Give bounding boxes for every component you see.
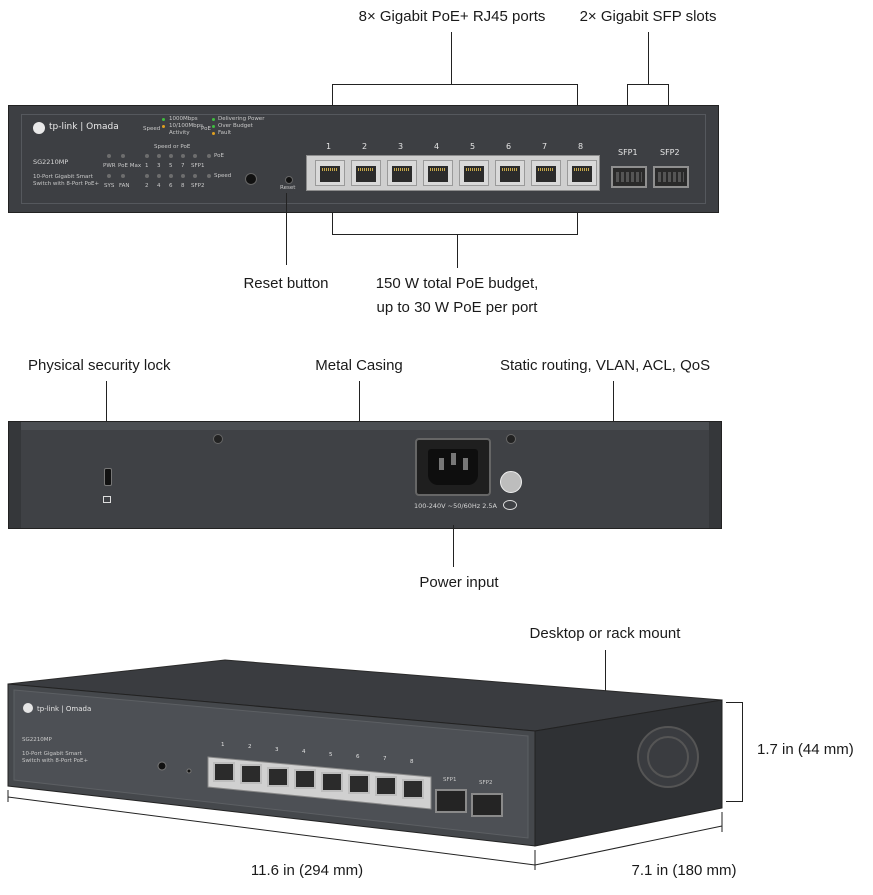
angled-port-number: 4 — [302, 749, 306, 756]
screw-icon — [213, 434, 223, 444]
rj45-port-7[interactable] — [531, 160, 561, 186]
sfp-bracket-top — [627, 84, 669, 85]
angled-port-number: 5 — [329, 751, 333, 758]
ground-screw-icon — [500, 471, 522, 493]
rj45-port-2[interactable] — [351, 160, 381, 186]
description-line1: 10-Port Gigabit Smart — [33, 174, 93, 180]
angled-brand: tp-link | Omada — [37, 705, 92, 713]
rj45-port-5[interactable] — [459, 160, 489, 186]
angled-rj45-port[interactable] — [213, 762, 235, 782]
angled-rj45-port[interactable] — [348, 774, 370, 794]
brand-logo — [33, 122, 45, 134]
angled-rj45-port[interactable] — [240, 764, 262, 785]
led-mode-button[interactable] — [245, 173, 257, 185]
depth-callout: 7.1 in (180 mm) — [631, 862, 737, 879]
poe-budget-callout-1: 150 W total PoE budget, — [375, 275, 539, 292]
angled-rj45-port[interactable] — [402, 778, 424, 799]
width-callout: 11.6 in (294 mm) — [250, 862, 364, 879]
legend-activity: Activity — [169, 130, 190, 136]
port-number-label: 7 — [542, 142, 548, 151]
security-lock-callout: Physical security lock — [28, 357, 171, 374]
legend-over-budget: Over Budget — [218, 123, 253, 129]
port-number-label: 2 — [362, 142, 368, 151]
reset-leader-line — [286, 193, 287, 265]
legend-1000: 1000Mbps — [169, 116, 198, 122]
rj45-port-3[interactable] — [387, 160, 417, 186]
rj45-port-4[interactable] — [423, 160, 453, 186]
sfp-slot-1[interactable] — [611, 166, 647, 188]
port-number-label: 1 — [326, 142, 332, 151]
led-poe-max — [121, 154, 125, 158]
sfp-leader-line — [648, 32, 649, 84]
angled-rj45-port[interactable] — [267, 766, 289, 787]
sfp1-label: SFP1 — [618, 148, 638, 157]
led-group-label: Speed or PoE — [154, 144, 191, 150]
screw-icon — [506, 434, 516, 444]
angled-port-number: 8 — [410, 758, 414, 765]
angled-rj45-port[interactable] — [321, 771, 343, 792]
lock-icon — [103, 496, 111, 503]
switch-front-panel: tp-link | Omada SG2210MP 10-Port Gigabit… — [8, 105, 719, 213]
angled-sfp2-label: SFP2 — [479, 780, 493, 786]
sfp-slot-2[interactable] — [653, 166, 689, 188]
rj45-leader-line — [451, 32, 452, 84]
legend-delivering: Delivering Power — [218, 116, 265, 122]
power-input-socket[interactable] — [415, 438, 491, 496]
rj45-bracket-top — [332, 84, 578, 85]
metal-casing-callout: Metal Casing — [315, 357, 403, 374]
poe-leader-line — [457, 234, 458, 268]
legend-fault: Fault — [218, 130, 232, 136]
rj45-ports-callout: 8× Gigabit PoE+ RJ45 ports — [358, 8, 546, 25]
reset-callout: Reset button — [243, 275, 329, 292]
legend-speed: Speed — [143, 126, 161, 132]
port-number-label: 4 — [434, 142, 440, 151]
angled-sfp1-label: SFP1 — [443, 777, 457, 783]
mount-callout: Desktop or rack mount — [529, 625, 681, 642]
power-input-callout: Power input — [419, 574, 499, 591]
features-callout: Static routing, VLAN, ACL, QoS — [500, 357, 711, 374]
rj45-port-1[interactable] — [315, 160, 345, 186]
power-rating: 100-240V ~50/60Hz 2.5A — [414, 502, 497, 510]
sfp-slots-callout: 2× Gigabit SFP slots — [579, 8, 717, 25]
rj45-port-6[interactable] — [495, 160, 525, 186]
model-label: SG2210MP — [33, 158, 69, 166]
ground-symbol-icon — [503, 500, 517, 510]
angled-port-number: 6 — [356, 754, 360, 760]
sfp2-label: SFP2 — [660, 148, 680, 157]
legend-poe: PoE — [201, 126, 211, 132]
angled-port-number: 1 — [221, 742, 225, 748]
led-fan — [121, 174, 125, 178]
switch-rear-panel: 100-240V ~50/60Hz 2.5A — [8, 421, 722, 529]
poe-bracket-bottom — [332, 234, 578, 235]
security-lock-slot[interactable] — [104, 468, 112, 486]
height-callout: 1.7 in (44 mm) — [757, 741, 854, 758]
led-sys — [107, 174, 111, 178]
angled-rj45-port[interactable] — [294, 769, 316, 790]
angled-rj45-port[interactable] — [375, 776, 397, 797]
reset-label: Reset — [280, 185, 296, 191]
angled-model: SG2210MP — [22, 737, 52, 743]
port-number-label: 6 — [506, 142, 512, 151]
port-number-label: 8 — [578, 142, 584, 151]
angled-port-number: 2 — [248, 744, 252, 751]
angled-port-number: 7 — [383, 756, 387, 763]
led-pwr — [107, 154, 111, 158]
poe-budget-callout-2: up to 30 W PoE per port — [376, 299, 538, 316]
port-number-label: 5 — [470, 142, 476, 151]
port-number-label: 3 — [398, 142, 404, 151]
reset-button[interactable] — [285, 176, 293, 184]
description-line2: Switch with 8-Port PoE+ — [33, 181, 100, 187]
brand-name: tp-link | Omada — [49, 122, 119, 132]
rj45-port-8[interactable] — [567, 160, 597, 186]
legend-10100: 10/100Mbps — [169, 123, 203, 129]
angled-port-number: 3 — [275, 746, 279, 753]
